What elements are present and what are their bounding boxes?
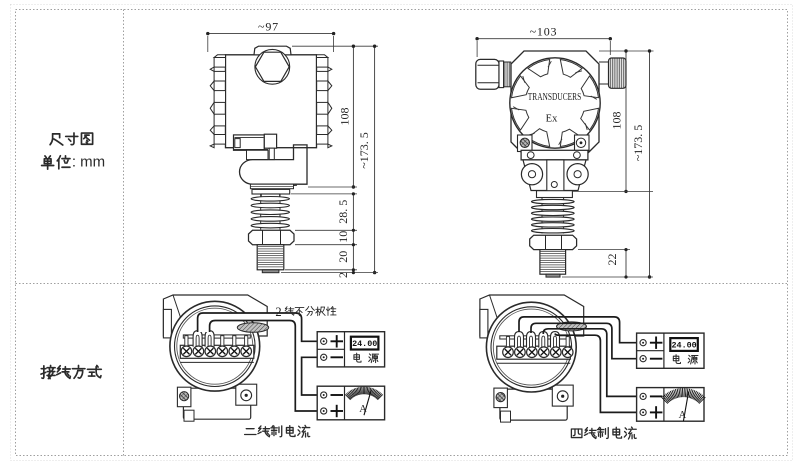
svg-text:28. 5: 28. 5: [336, 200, 350, 224]
svg-text:~173. 5: ~173. 5: [631, 125, 645, 162]
svg-text:A: A: [679, 410, 687, 421]
svg-text:24.00: 24.00: [352, 339, 377, 349]
svg-text:~97: ~97: [258, 20, 279, 34]
svg-text:: mm: : mm: [72, 154, 105, 171]
svg-text:A: A: [359, 404, 367, 415]
svg-text:22: 22: [605, 254, 619, 266]
svg-text:2: 2: [336, 272, 350, 278]
svg-text:108: 108: [338, 108, 352, 126]
svg-text:108: 108: [610, 112, 624, 130]
svg-text:Ex: Ex: [546, 114, 558, 125]
svg-text:~103: ~103: [530, 25, 558, 39]
svg-text:24.00: 24.00: [672, 340, 697, 350]
svg-text:10: 10: [336, 231, 350, 243]
svg-text:~173. 5: ~173. 5: [357, 132, 371, 169]
svg-text:TRANSDUCERS: TRANSDUCERS: [528, 92, 582, 103]
svg-text:2: 2: [275, 305, 281, 319]
svg-text:20: 20: [336, 251, 350, 263]
